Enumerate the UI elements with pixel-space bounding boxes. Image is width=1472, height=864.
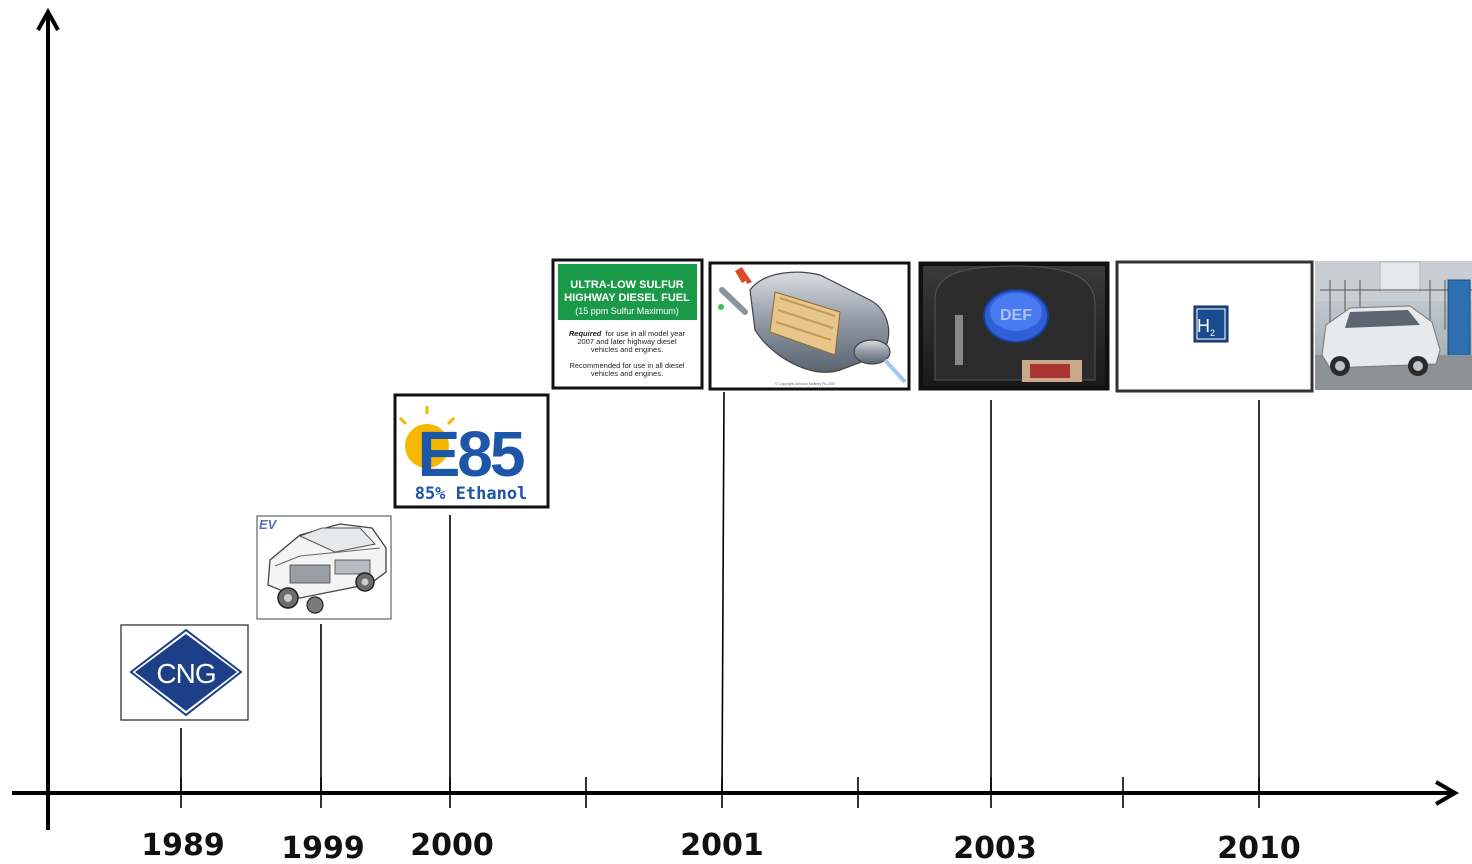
- year-label-1999: 1999: [281, 831, 365, 864]
- year-label-2001: 2001: [680, 828, 764, 863]
- e85-label: E85: [418, 418, 524, 490]
- year-label-2000: 2000: [410, 828, 494, 863]
- year-label-2003: 2003: [953, 831, 1037, 864]
- year-label-1989: 1989: [141, 828, 225, 863]
- y-axis: [36, 7, 60, 830]
- milestone-stems: [180, 391, 1260, 794]
- electric-vehicle-icon: EV: [259, 517, 387, 614]
- particulate-filter-icon: © Copyright Johnson Matthey Plc 2007: [718, 266, 907, 386]
- cng-milestone: CNG: [120, 624, 249, 721]
- x-axis: [12, 780, 1459, 806]
- e85-milestone: E85 85% Ethanol: [393, 393, 550, 509]
- hydrogen-sign-icon: H2: [1193, 305, 1229, 343]
- e85-icon: E85 85% Ethanol: [398, 406, 528, 504]
- svg-text:ULTRA-LOW SULFUR: ULTRA-LOW SULFUR: [570, 279, 683, 291]
- ulsd-label-icon: ULTRA-LOW SULFUR HIGHWAY DIESEL FUEL (15…: [558, 264, 697, 378]
- svg-text:vehicles and engines.: vehicles and engines.: [591, 345, 663, 354]
- ev-milestone: EV: [256, 515, 392, 620]
- ev-label: EV: [259, 517, 278, 532]
- cng-diamond-icon: CNG: [129, 628, 243, 717]
- year-label-2010: 2010: [1217, 831, 1301, 864]
- fuel-cell-vehicle-icon: [1315, 261, 1472, 390]
- cng-label: CNG: [156, 658, 215, 689]
- h2-label: H2: [1197, 316, 1215, 338]
- fcv-milestone: [1315, 261, 1472, 390]
- filter-caption: © Copyright Johnson Matthey Plc 2007: [775, 382, 836, 386]
- h2-milestone: H2: [1115, 260, 1314, 393]
- svg-text:2007 and later highway diesel: 2007 and later highway diesel: [577, 337, 677, 346]
- filter-milestone: © Copyright Johnson Matthey Plc 2007: [708, 261, 911, 391]
- def-milestone: DEF: [918, 261, 1110, 391]
- e85-sublabel: 85% Ethanol: [415, 484, 528, 504]
- svg-text:Recommended for use in all die: Recommended for use in all diesel: [569, 361, 684, 370]
- svg-text:HIGHWAY DIESEL FUEL: HIGHWAY DIESEL FUEL: [564, 292, 690, 304]
- def-cap-icon: DEF: [923, 265, 1105, 386]
- svg-text:Required for use in al: Required for use in all model year: [569, 329, 686, 338]
- def-label: DEF: [1000, 307, 1032, 324]
- svg-text:(15 ppm Sulfur Maximum): (15 ppm Sulfur Maximum): [575, 306, 679, 316]
- ulsd-milestone: ULTRA-LOW SULFUR HIGHWAY DIESEL FUEL (15…: [551, 258, 704, 390]
- svg-text:vehicles and engines.: vehicles and engines.: [591, 369, 663, 378]
- year-labels: 1989 1999 2000 2001 2003 2010: [141, 828, 1301, 864]
